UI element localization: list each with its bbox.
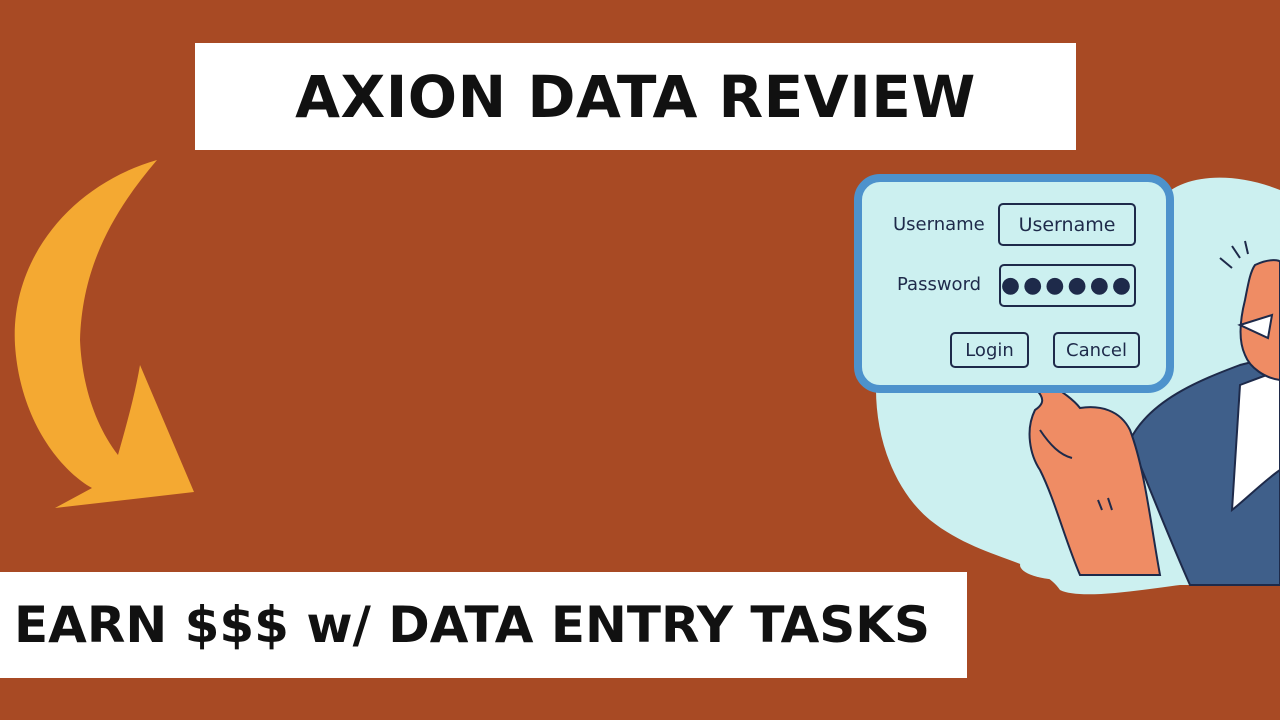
curved-arrow-icon	[14, 160, 194, 508]
title-text: AXION DATA REVIEW	[295, 62, 976, 131]
login-form-illustration: Username Username Password ●●●●●● Login …	[854, 174, 1174, 393]
person-mouth	[1237, 313, 1274, 340]
password-label: Password	[897, 274, 982, 295]
surprise-lines	[1219, 240, 1249, 269]
cancel-button[interactable]: Cancel	[1053, 332, 1140, 368]
username-field[interactable]: Username	[998, 203, 1136, 246]
username-label: Username	[893, 214, 985, 235]
login-button[interactable]: Login	[950, 332, 1029, 368]
title-banner: AXION DATA REVIEW	[195, 43, 1076, 150]
subtitle-text: EARN $$$ w/ DATA ENTRY TASKS	[14, 596, 931, 654]
password-field[interactable]: ●●●●●●	[999, 264, 1136, 307]
subtitle-banner: EARN $$$ w/ DATA ENTRY TASKS	[0, 572, 967, 678]
